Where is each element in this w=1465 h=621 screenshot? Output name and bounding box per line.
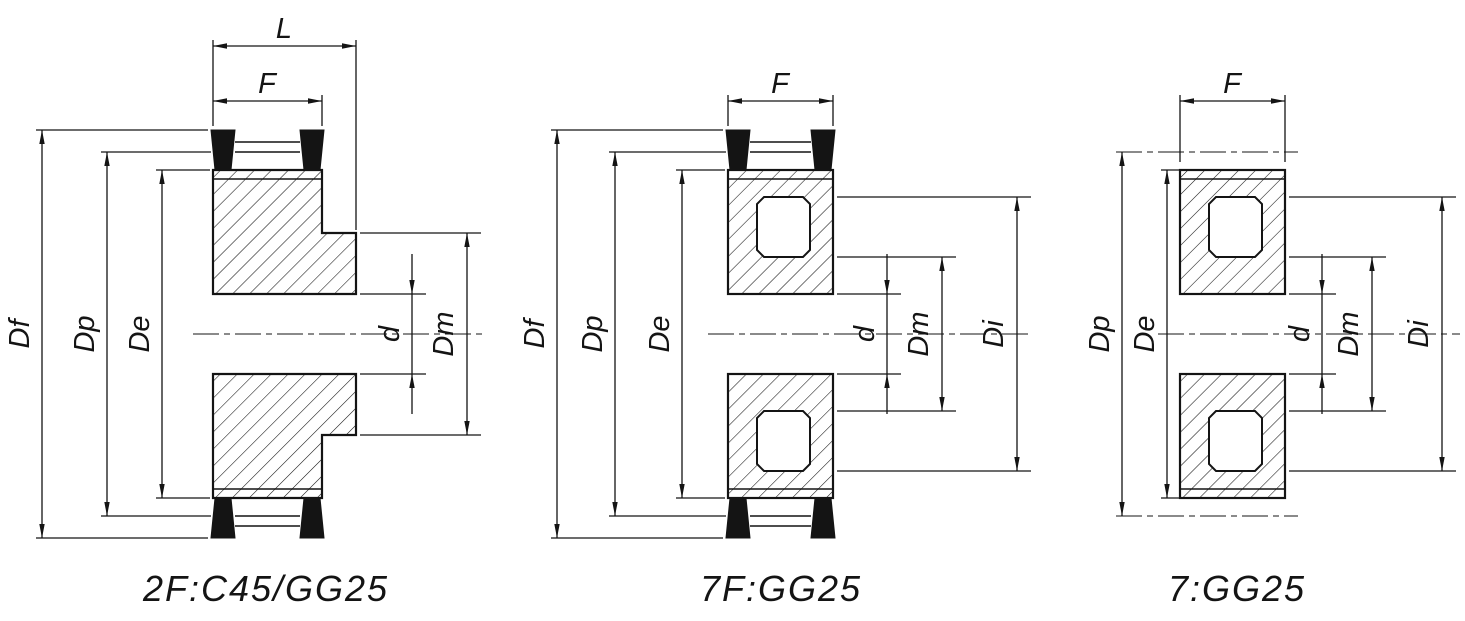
l-label: L bbox=[276, 13, 292, 45]
flange-bottom-right bbox=[810, 497, 836, 539]
d-label: d bbox=[849, 325, 881, 342]
f-label: F bbox=[771, 68, 791, 100]
flange-top-right bbox=[299, 129, 325, 171]
flange-bottom-left bbox=[725, 497, 751, 539]
dp-label: Dp bbox=[577, 315, 609, 352]
pulley-lower-section bbox=[211, 372, 358, 500]
flange-top-left bbox=[210, 129, 236, 171]
web-recess-lower bbox=[1208, 410, 1263, 472]
dm-label: Dm bbox=[1333, 311, 1365, 356]
dm-label: Dm bbox=[903, 311, 935, 356]
figure-2f-pulley: Df Dp De L F d Dm 2F:C45/GG25 bbox=[4, 13, 487, 609]
df-label: Df bbox=[519, 317, 551, 349]
web-recess-upper bbox=[756, 196, 811, 258]
dp-label: Dp bbox=[69, 315, 101, 352]
di-label: Di bbox=[1403, 319, 1435, 348]
flange-bottom-left bbox=[210, 497, 236, 539]
df-label: Df bbox=[4, 317, 36, 349]
figure-caption: 2F:C45/GG25 bbox=[142, 568, 389, 609]
f-label: F bbox=[258, 68, 278, 100]
web-recess-upper bbox=[1208, 196, 1263, 258]
figure-caption: 7F:GG25 bbox=[700, 568, 862, 609]
flange-top-right bbox=[810, 129, 836, 171]
flange-bottom-right bbox=[299, 497, 325, 539]
figure-7-pulley: Dp De F d Dm Di 7:GG25 bbox=[1084, 68, 1460, 609]
figure-7f-pulley: Df Dp De F d Dm Di 7F:GG25 bbox=[519, 68, 1032, 609]
d-label: d bbox=[1284, 325, 1316, 342]
de-label: De bbox=[1129, 315, 1161, 352]
f-label: F bbox=[1223, 68, 1243, 100]
d-label: d bbox=[374, 325, 406, 342]
di-label: Di bbox=[978, 319, 1010, 348]
web-recess-lower bbox=[756, 410, 811, 472]
de-label: De bbox=[124, 315, 156, 352]
pulley-upper-section bbox=[211, 168, 358, 296]
de-label: De bbox=[644, 315, 676, 352]
dp-label: Dp bbox=[1084, 315, 1116, 352]
figure-caption: 7:GG25 bbox=[1168, 568, 1306, 609]
dm-label: Dm bbox=[428, 311, 460, 356]
flange-top-left bbox=[725, 129, 751, 171]
